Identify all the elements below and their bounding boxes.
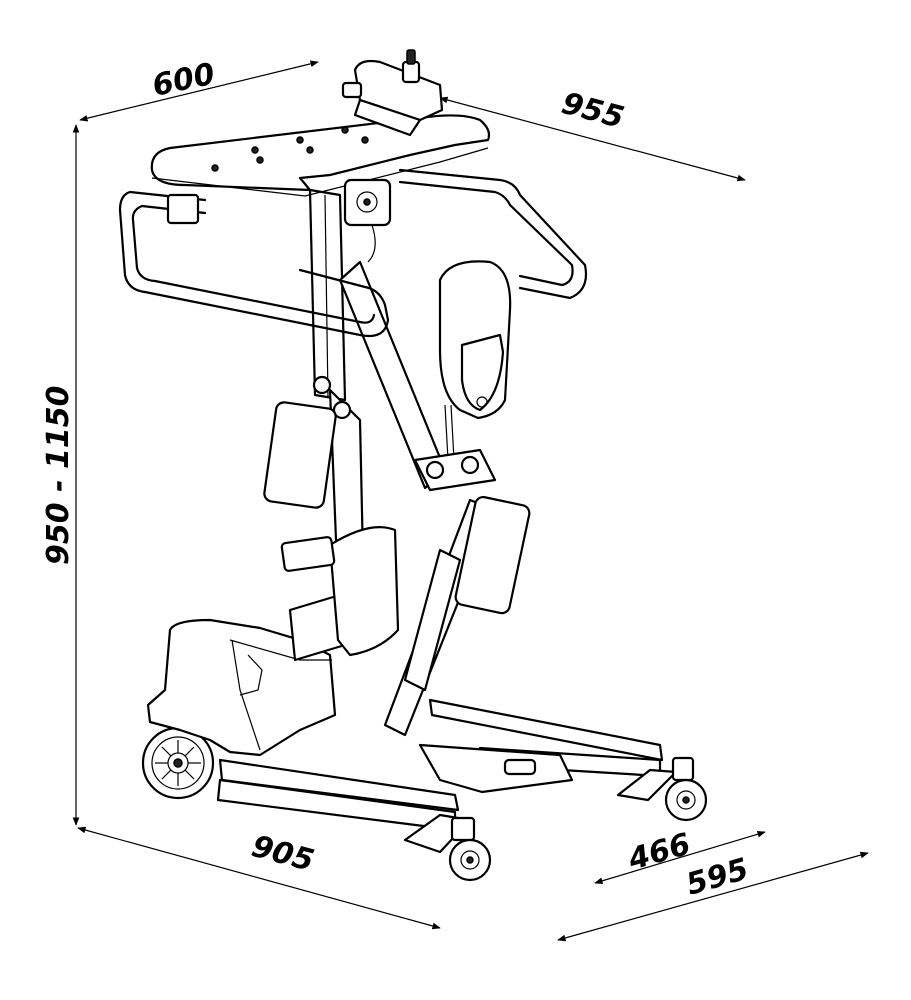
right-grip xyxy=(454,495,531,615)
column-clamp xyxy=(343,178,392,263)
dimension-lines xyxy=(72,60,869,942)
foot-plate xyxy=(288,526,400,662)
dimension-label-height: 950 - 1150 xyxy=(41,386,76,565)
motor-housing xyxy=(146,618,337,757)
handlebar xyxy=(118,168,588,338)
dimension-label-600: 600 xyxy=(149,57,218,104)
base-chassis xyxy=(216,698,678,854)
dimension-label-905: 905 xyxy=(248,829,318,879)
castor-wheel-front-left xyxy=(448,816,492,882)
left-grip xyxy=(263,401,337,572)
arm-joint xyxy=(413,448,497,492)
dimension-label-955: 955 xyxy=(558,86,628,136)
chest-pad xyxy=(438,260,512,461)
castor-wheel-front-right xyxy=(664,756,708,822)
table-top xyxy=(150,114,491,197)
hand-control xyxy=(341,49,444,137)
